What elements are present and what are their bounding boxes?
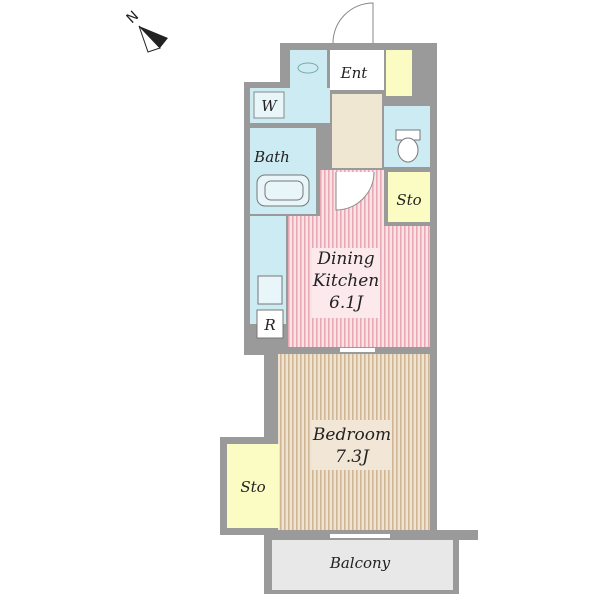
wet-areas: W Bath (250, 50, 430, 324)
dining-label-line2: Kitchen (312, 271, 379, 291)
sink-area (290, 50, 327, 90)
storage-upper: Sto (388, 172, 430, 222)
dining-door-swing (335, 171, 375, 211)
bath-label: Bath (253, 148, 290, 166)
toilet-icon (395, 129, 421, 163)
bedroom-label: Bedroom (312, 425, 391, 445)
refrigerator-label: R (263, 316, 275, 334)
dining-size: 6.1J (329, 293, 364, 313)
entrance-label: Ent (340, 64, 369, 82)
dining-kitchen: Dining Kitchen 6.1J (288, 170, 430, 347)
storage-lower-label: Sto (240, 478, 265, 496)
entrance-door-swing (332, 2, 374, 44)
bathtub-icon (256, 174, 310, 207)
kitchen-sink-icon (257, 275, 283, 305)
storage-upper-label: Sto (396, 191, 421, 209)
balcony: Balcony (272, 540, 453, 590)
storage-lower: Sto (227, 444, 279, 528)
sink-icon (297, 62, 319, 74)
north-label: N (124, 8, 142, 27)
kitchen-counter (250, 216, 286, 324)
refrigerator: R (256, 309, 284, 339)
dining-label-line1: Dining (316, 249, 374, 269)
north-arrow-icon (138, 25, 168, 53)
hallway (332, 94, 382, 168)
bedroom: Bedroom 7.3J (278, 348, 430, 538)
entrance: Ent (330, 2, 412, 168)
washroom-label: W (261, 97, 278, 115)
compass: N (124, 8, 168, 53)
shoe-storage (386, 50, 412, 96)
washer-pan (253, 91, 285, 119)
bedroom-size: 7.3J (335, 447, 370, 467)
balcony-label: Balcony (329, 554, 391, 572)
